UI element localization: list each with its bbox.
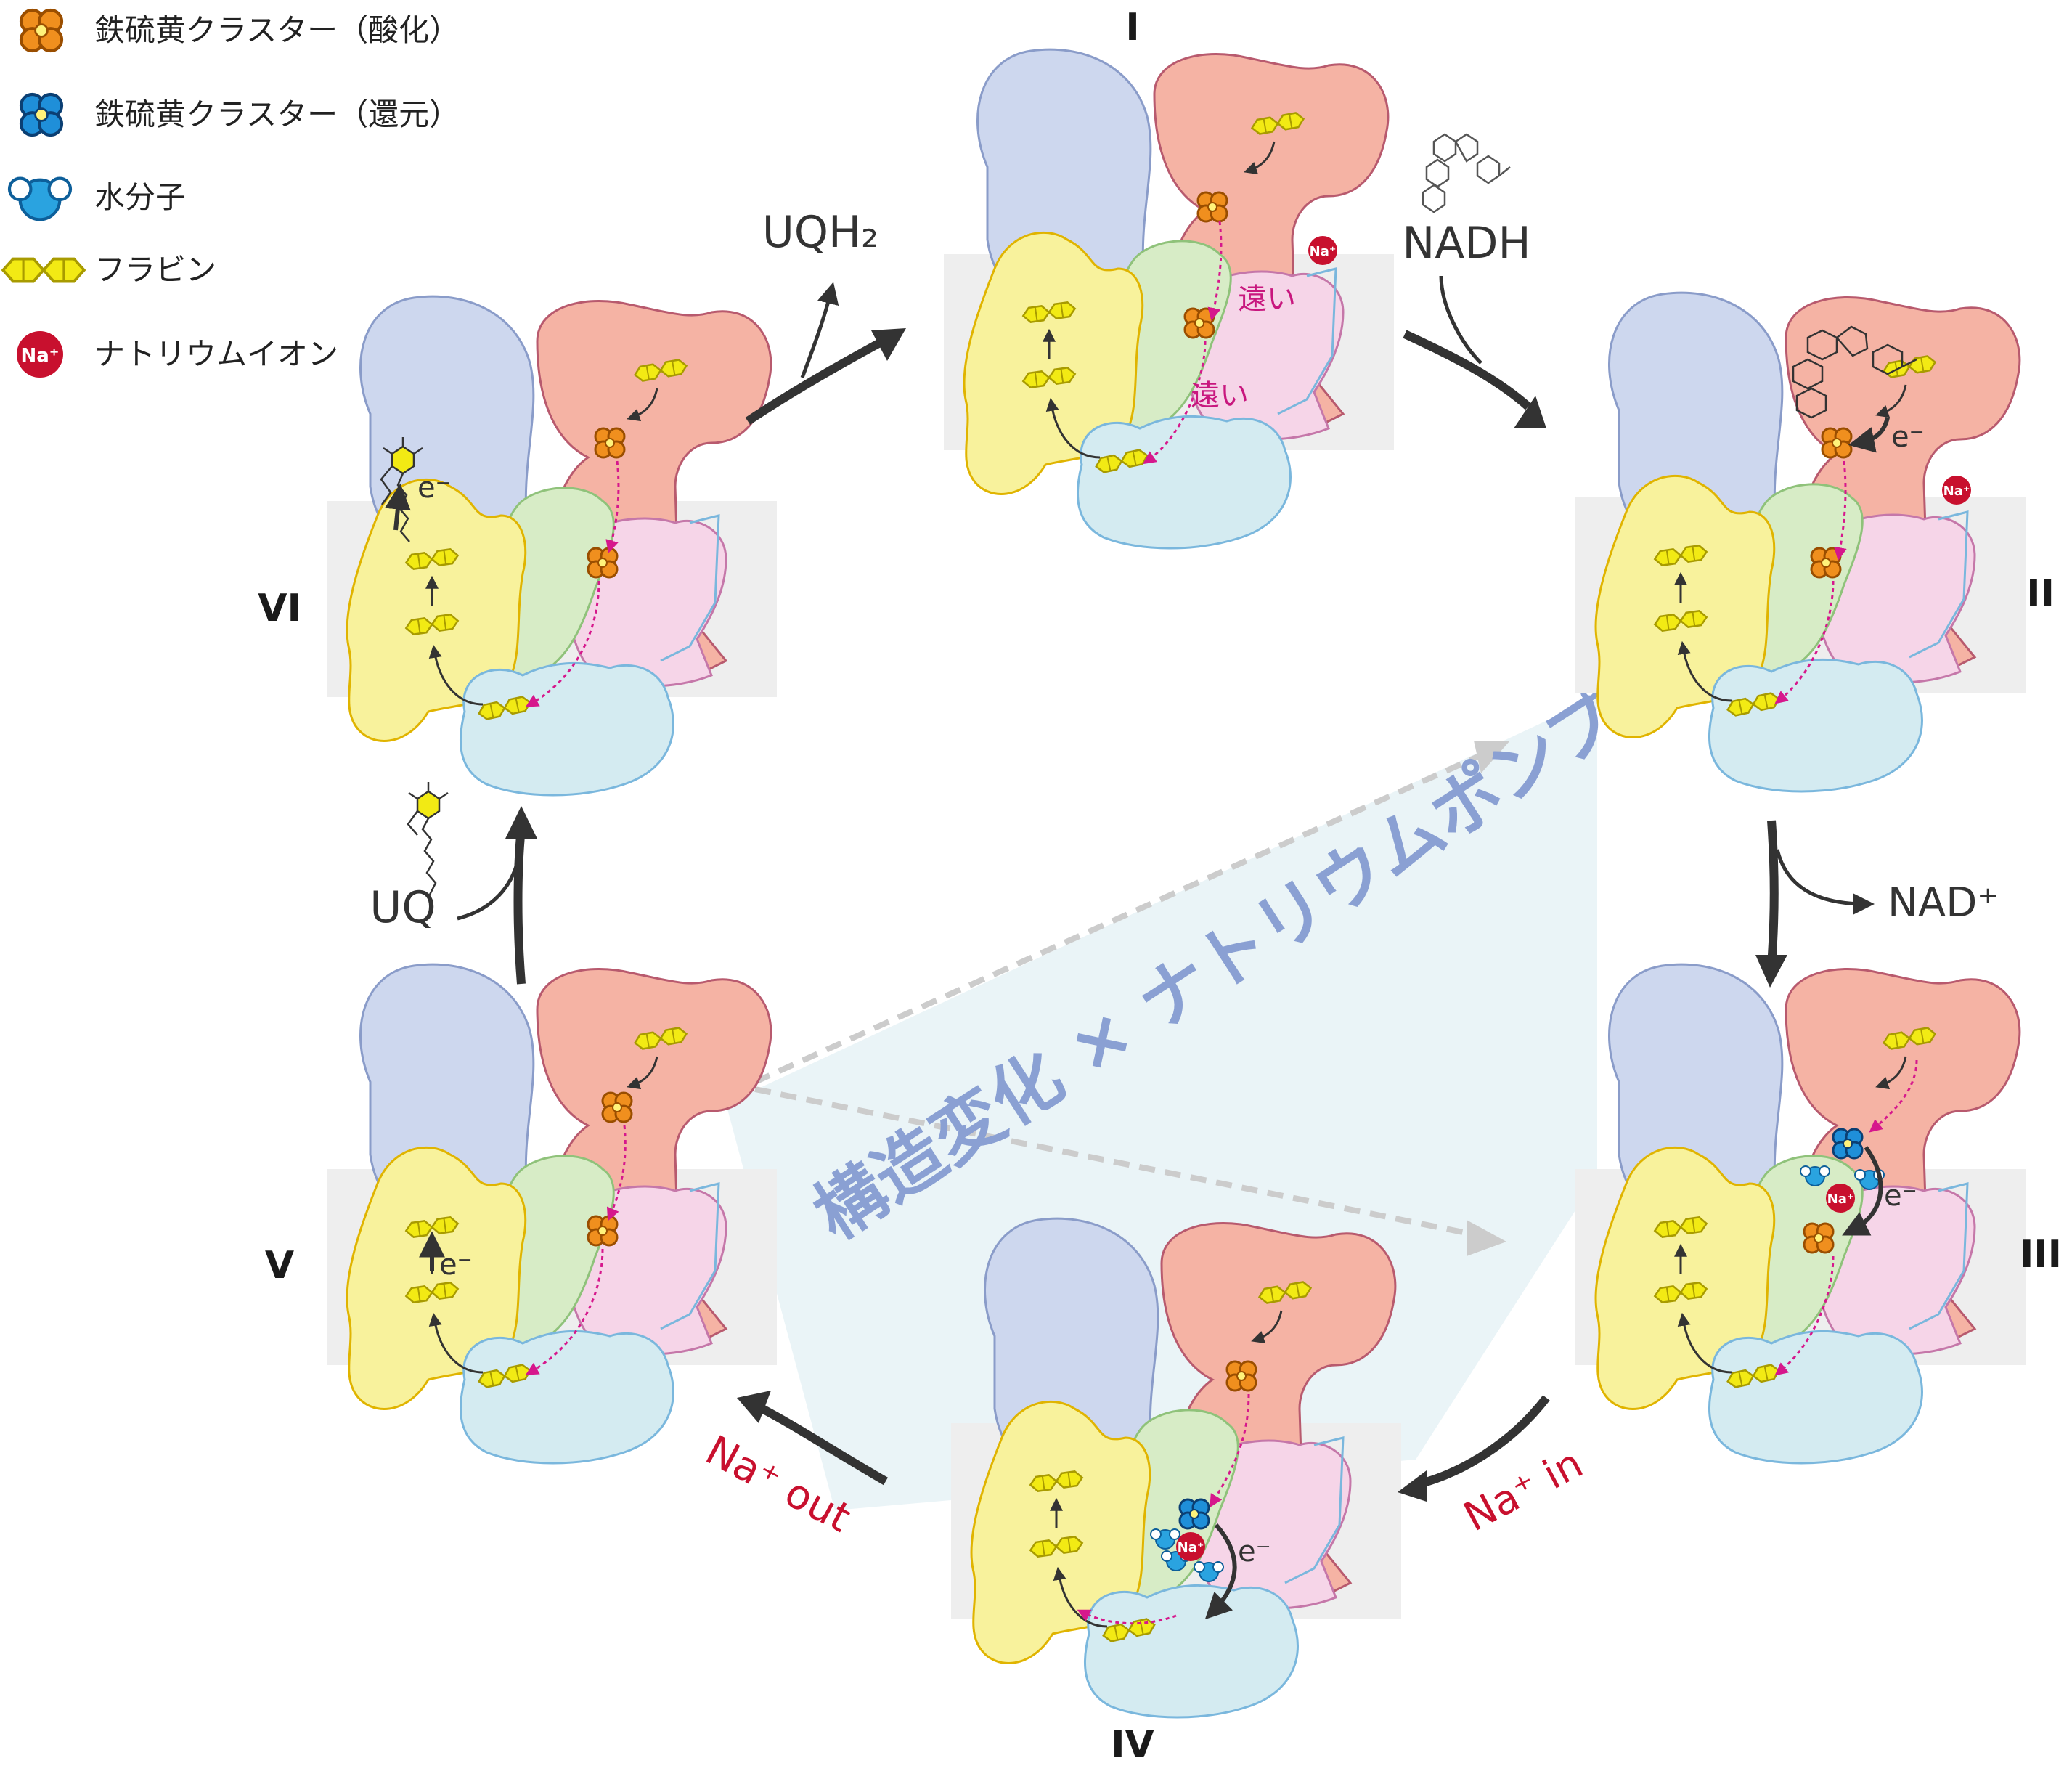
far-label-2: 遠い bbox=[1191, 379, 1249, 412]
nad-plus-label: NAD⁺ bbox=[1888, 879, 1999, 927]
arrow-v-to-vi bbox=[513, 827, 526, 985]
arrow-i-to-ii bbox=[1403, 330, 1531, 410]
legend-item-flavin: フラビン bbox=[1, 252, 216, 288]
state-i: Na⁺ 遠い 遠い bbox=[944, 49, 1394, 548]
electron-label: e⁻ bbox=[1238, 1535, 1271, 1568]
legend-item-water: 水分子 bbox=[9, 179, 186, 220]
sodium-ion-icon bbox=[1942, 476, 1971, 505]
state-v: e⁻ bbox=[327, 964, 777, 1463]
shortcut-arrow-to-ii bbox=[754, 752, 1482, 1085]
shortcut-arrow-to-iii bbox=[754, 1086, 1475, 1237]
arrow-ii-to-iii bbox=[1767, 820, 1779, 966]
water-molecule-icon bbox=[9, 179, 70, 220]
state-ii: e⁻ Na⁺ bbox=[1575, 293, 2026, 791]
state-label-ii: II bbox=[2026, 572, 2055, 616]
electron-label: e⁻ bbox=[417, 471, 451, 505]
sodium-ion-icon bbox=[1308, 236, 1337, 265]
legend-label: 水分子 bbox=[94, 179, 186, 215]
state-label-i: I bbox=[1125, 6, 1139, 49]
fes-cluster-oxidized-icon bbox=[21, 10, 62, 51]
electron-label: e⁻ bbox=[1884, 1179, 1917, 1213]
sodium-ion-icon bbox=[17, 331, 63, 378]
arrow-iv-to-v bbox=[753, 1401, 888, 1486]
electron-label: e⁻ bbox=[1891, 420, 1925, 454]
legend-item-reduced: 鉄硫黄クラスター（還元） bbox=[21, 94, 460, 135]
ubiquinol-icon bbox=[380, 437, 423, 542]
nadh-label: NADH bbox=[1402, 218, 1530, 269]
fes-cluster-reduced-icon bbox=[21, 94, 62, 135]
legend-item-sodium: Na⁺ ナトリウムイオン bbox=[17, 331, 338, 378]
state-iii: Na⁺ e⁻ bbox=[1575, 964, 2026, 1463]
state-label-iv: IV bbox=[1111, 1723, 1154, 1767]
legend-item-oxidized: 鉄硫黄クラスター（酸化） bbox=[21, 10, 460, 51]
sodium-badge-label: Na⁺ bbox=[1178, 1540, 1204, 1555]
flavin-icon bbox=[1, 257, 86, 283]
far-label-1: 遠い bbox=[1238, 282, 1296, 316]
sodium-badge-label: Na⁺ bbox=[1827, 1192, 1854, 1207]
sodium-badge-label: Na⁺ bbox=[1310, 244, 1337, 259]
legend-label: フラビン bbox=[94, 252, 216, 288]
state-vi: e⁻ bbox=[327, 296, 777, 795]
legend: 鉄硫黄クラスター（酸化） 鉄硫黄クラスター（還元） 水分子 フラビン Na⁺ ナ… bbox=[1, 10, 460, 378]
arrow-iii-to-iv bbox=[1414, 1395, 1550, 1489]
electron-label: e⁻ bbox=[439, 1248, 473, 1282]
state-iv: Na⁺ e⁻ bbox=[951, 1218, 1401, 1717]
sodium-badge-label: Na⁺ bbox=[1943, 484, 1970, 499]
legend-label: 鉄硫黄クラスター（還元） bbox=[94, 97, 460, 132]
state-label-vi: VI bbox=[258, 587, 301, 630]
sodium-icon-label: Na⁺ bbox=[20, 345, 59, 367]
legend-label: 鉄硫黄クラスター（酸化） bbox=[94, 12, 460, 48]
nadh-molecule-icon bbox=[1792, 325, 1917, 419]
state-label-iii: III bbox=[2020, 1233, 2062, 1277]
nadh-molecule-icon bbox=[1422, 133, 1511, 213]
arrow-vi-to-i bbox=[745, 333, 892, 425]
uqh2-label: UQH₂ bbox=[762, 207, 878, 258]
state-label-v: V bbox=[265, 1244, 294, 1287]
ubiquinone-icon bbox=[407, 782, 449, 895]
uq-label: UQ bbox=[370, 882, 436, 933]
legend-label: ナトリウムイオン bbox=[94, 336, 338, 372]
